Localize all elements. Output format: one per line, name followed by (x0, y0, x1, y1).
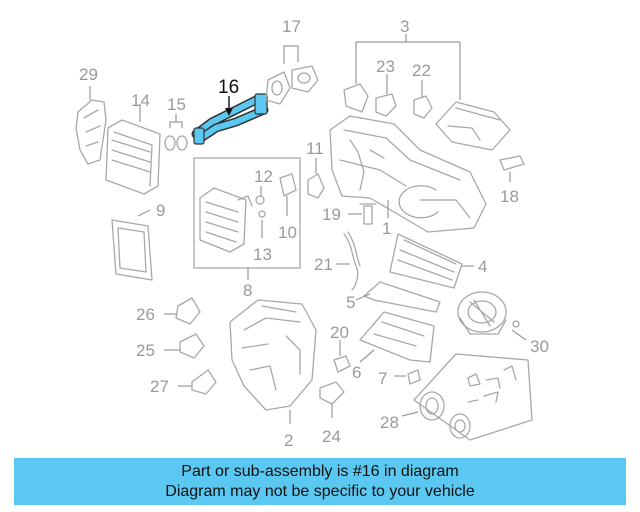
callout-23: 23 (376, 57, 395, 76)
callout-14: 14 (131, 91, 150, 110)
callout-4: 4 (478, 257, 487, 276)
part-19-screw: 19 (322, 203, 377, 225)
part-14-filter-housing: 14 (105, 91, 161, 195)
parts-diagram: 29 14 15 16 17 3 (75, 17, 549, 450)
callout-24: 24 (322, 427, 341, 446)
callout-19: 19 (322, 205, 341, 224)
part-23-actuator: 23 (343, 57, 397, 117)
part-15-o-rings: 15 (164, 95, 188, 151)
part-9-filter: 9 (111, 201, 165, 281)
callout-8: 8 (243, 281, 252, 300)
part-21-hose: 21 (314, 231, 361, 291)
callout-21: 21 (314, 255, 333, 274)
callout-1: 1 (382, 219, 391, 238)
part-2-lower-case: 2 (229, 299, 317, 450)
part-24-module: 24 (319, 381, 345, 446)
callout-2: 2 (284, 431, 293, 450)
callout-12: 12 (254, 167, 273, 186)
part-4-filter: 4 (389, 233, 487, 289)
part-25-motor: 25 (136, 333, 205, 360)
callout-17: 17 (282, 17, 301, 36)
callout-3: 3 (400, 17, 409, 36)
callout-20: 20 (330, 323, 349, 342)
part-18-sensor: 18 (499, 155, 525, 206)
part-11-clip: 11 (306, 139, 325, 199)
part-3-leader-group: 3 (355, 17, 461, 100)
part-8-evaporator-group: 12 10 13 8 (193, 157, 301, 300)
callout-16: 16 (218, 77, 239, 98)
part-17-gaskets: 17 (265, 17, 319, 105)
callout-15: 15 (167, 95, 186, 114)
callout-28: 28 (380, 413, 399, 432)
callout-13: 13 (253, 245, 272, 264)
callout-9: 9 (156, 201, 165, 220)
callout-7: 7 (378, 369, 387, 388)
callout-18: 18 (500, 187, 519, 206)
callout-10: 10 (278, 223, 297, 242)
callout-30: 30 (530, 337, 549, 356)
callout-26: 26 (136, 305, 155, 324)
callout-25: 25 (136, 341, 155, 360)
banner-line-2: Diagram may not be specific to your vehi… (165, 483, 475, 500)
part-7-screw: 7 (378, 369, 421, 388)
part-20-sensor: 20 (330, 323, 351, 373)
callout-6: 6 (352, 363, 361, 382)
callout-29: 29 (79, 65, 98, 84)
part-22-actuator: 22 (412, 61, 433, 119)
part-30-blower-motor: 30 (457, 291, 549, 356)
part-27-motor: 27 (150, 369, 217, 396)
info-banner: Part or sub-assembly is #16 in diagram D… (14, 458, 626, 505)
part-5-bracket: 5 (346, 281, 441, 313)
callout-27: 27 (150, 377, 169, 396)
part-16-highlighted-pipe: 16 (191, 77, 269, 145)
banner-line-1: Part or sub-assembly is #16 in diagram (181, 463, 459, 480)
part-29-bracket: 29 (75, 65, 107, 165)
part-3-blower-case (435, 101, 511, 151)
part-26-motor: 26 (136, 297, 201, 325)
callout-5: 5 (346, 293, 355, 312)
callout-11: 11 (306, 139, 324, 158)
part-6-tray: 6 (352, 311, 435, 382)
part-1-heater-case: 1 (329, 115, 487, 238)
callout-22: 22 (412, 61, 431, 80)
part-28-kit: 28 (380, 353, 533, 441)
